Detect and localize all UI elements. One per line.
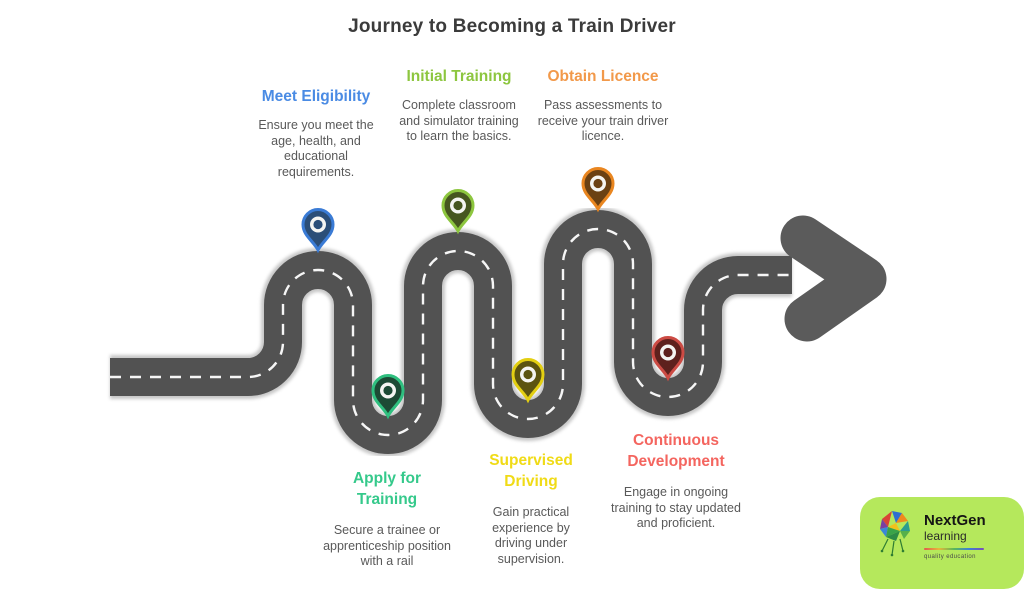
pin-initial-training-icon — [441, 189, 475, 235]
pin-obtain-licence-icon — [581, 167, 615, 213]
roadmap-canvas — [110, 167, 887, 457]
pin-apply-for-training-icon — [371, 374, 405, 420]
step-label: Apply for Training — [352, 470, 422, 508]
logo-rainbow-divider — [924, 548, 984, 550]
step-label: Supervised Driving — [489, 452, 573, 490]
step-label: Initial Training — [406, 68, 512, 85]
page-title: Journey to Becoming a Train Driver — [348, 16, 676, 37]
road-path — [110, 210, 792, 454]
step-description: Pass assessments to receive your train d… — [537, 98, 669, 143]
nextgen-logo-card: NextGen learning quality education — [860, 497, 1024, 589]
logo-tagline: quality education — [924, 554, 976, 560]
step-obtain-licence: Obtain Licence Pass assessments to recei… — [533, 66, 673, 145]
pin-continuous-development-icon — [651, 336, 685, 382]
step-description: Ensure you meet the age, health, and edu… — [258, 118, 374, 179]
road-center-dashes — [110, 227, 790, 437]
logo-brand: NextGen — [924, 512, 986, 529]
pin-supervised-driving-icon — [511, 358, 545, 404]
logo-text-block: NextGen learning quality education — [924, 512, 986, 560]
step-label: Meet Eligibility — [261, 88, 371, 105]
step-label: Continuous Development — [627, 432, 725, 470]
step-initial-training: Initial Training Complete classroom and … — [389, 66, 529, 145]
pin-meet-eligibility-icon — [301, 208, 335, 254]
logo-subtitle: learning — [924, 529, 967, 543]
step-label: Obtain Licence — [547, 68, 659, 85]
step-description: Complete classroom and simulator trainin… — [399, 98, 519, 143]
step-description: Gain practical experience by driving und… — [492, 505, 570, 566]
step-description: Secure a trainee or apprenticeship posit… — [323, 523, 451, 568]
arrow-icon — [780, 215, 887, 342]
brain-logo-icon — [880, 511, 910, 557]
step-description: Engage in ongoing training to stay updat… — [611, 485, 741, 530]
step-continuous-development: Continuous Development Engage in ongoing… — [606, 430, 746, 532]
step-apply-for-training: Apply for Training Secure a trainee or a… — [312, 468, 462, 570]
step-supervised-driving: Supervised Driving Gain practical experi… — [466, 450, 596, 567]
step-meet-eligibility: Meet Eligibility Ensure you meet the age… — [236, 86, 396, 180]
